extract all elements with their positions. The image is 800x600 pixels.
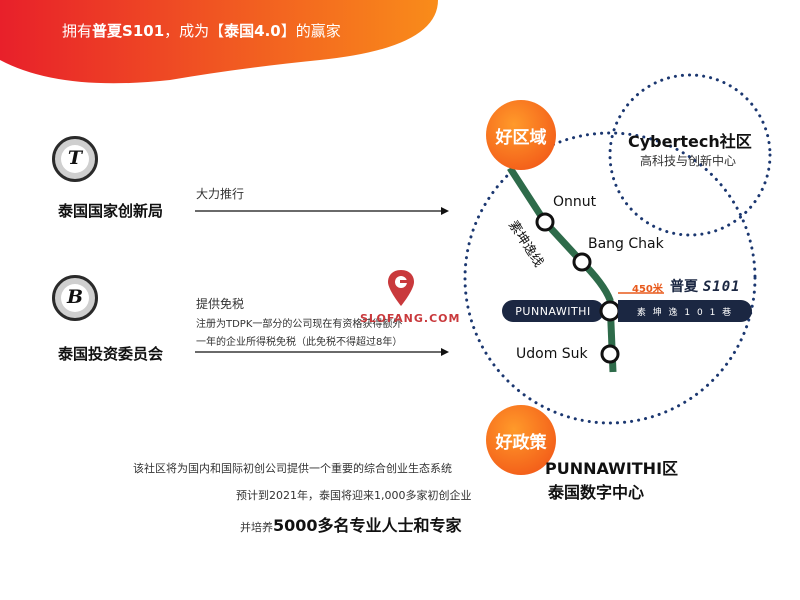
station-marker-bangchak <box>572 252 592 272</box>
description-line-3-highlight: 5000多名专业人士和专家 <box>273 516 462 535</box>
tax-note-line-2: 一年的企业所得税免税（此免税不得超过8年） <box>196 337 403 348</box>
station-udomsuk: Udom Suk <box>516 346 588 362</box>
tdpk-logo-icon: T <box>52 136 98 182</box>
street-soi-101: 素 坤 逸 1 0 1 巷 <box>618 300 752 322</box>
station-onnut: Onnut <box>553 194 597 210</box>
station-marker-onnut <box>535 212 555 232</box>
arrow-right-icon <box>195 348 449 356</box>
org-name-innovation-agency: 泰国国家创新局 <box>58 202 164 220</box>
watermark-text: SLOFANG.COM <box>360 312 461 325</box>
boi-logo-letter: B <box>66 286 84 308</box>
cybertech-title: Cybertech社区 <box>628 132 752 151</box>
description-line-2: 预计到2021年，泰国将迎来1,000多家初创企业 <box>236 489 472 502</box>
banner-title: 拥有普夏S101，成为【泰国4.0】的赢家 <box>62 20 341 41</box>
station-bangchak: Bang Chak <box>588 236 664 252</box>
brand-cn: 普夏 <box>670 279 698 295</box>
banner-country-tag: 泰国4.0 <box>224 22 281 40</box>
zone-subtitle: 泰国数字中心 <box>548 483 645 502</box>
brand-code: S101 <box>702 279 741 295</box>
station-marker-udomsuk <box>600 344 620 364</box>
brand-s101-logo: 普夏 S101 <box>670 276 741 296</box>
tdpk-logo-letter: T <box>67 147 83 169</box>
banner-middle: ，成为【 <box>164 22 225 40</box>
banner-suffix: 】的赢家 <box>280 22 341 40</box>
description-line-1: 该社区将为国内和国际初创公司提供一个重要的综合创业生态系统 <box>133 462 452 475</box>
action-label-tax-exemption: 提供免税 <box>196 297 245 311</box>
boi-logo-icon: B <box>52 275 98 321</box>
header-banner <box>0 0 438 84</box>
zone-title: PUNNAWITHI区 <box>545 459 679 478</box>
station-punnawithi: PUNNAWITHI <box>502 300 604 322</box>
description-line-3: 并培养5000多名专业人士和专家 <box>240 512 462 536</box>
distance-label: 450米 <box>632 284 663 295</box>
tax-note-line-1: 注册为TDPK一部分的公司现在有资格获得额外 <box>196 319 403 330</box>
arrow-right-icon <box>195 207 449 215</box>
line-name-label: 素坤逸线 <box>505 218 546 270</box>
good-policy-bubble: 好政策 <box>486 405 556 475</box>
description-line-3-prefix: 并培养 <box>240 521 273 534</box>
banner-brand: 普夏S101 <box>92 22 165 40</box>
action-label-promote: 大力推行 <box>196 187 245 201</box>
watermark-logo-icon <box>388 270 414 306</box>
banner-prefix: 拥有 <box>62 22 93 40</box>
org-name-investment-board: 泰国投资委员会 <box>58 345 164 363</box>
cybertech-subtitle: 高科技与创新中心 <box>640 154 737 168</box>
good-zone-bubble: 好区域 <box>486 100 556 170</box>
